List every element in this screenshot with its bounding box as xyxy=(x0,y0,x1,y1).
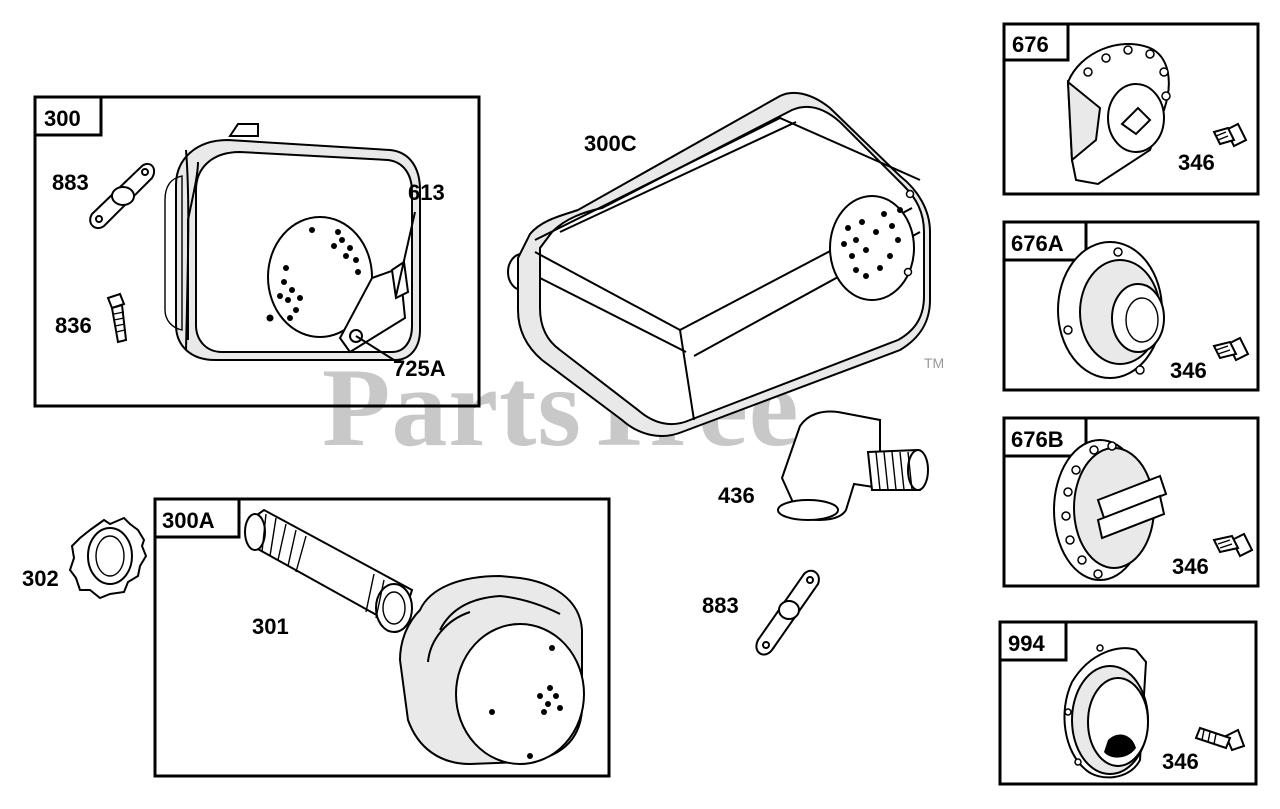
label-725a: 725A xyxy=(393,356,446,381)
label-883: 883 xyxy=(52,170,89,195)
muffler-300c-illustration xyxy=(507,91,931,437)
group-676b-box xyxy=(1002,416,1260,588)
group-300a-tag-box xyxy=(153,497,241,539)
group-300-box xyxy=(33,95,481,408)
gasket-883-loose-illustration xyxy=(755,569,820,656)
group-676b: 676B 346 xyxy=(1002,416,1260,588)
group-676-tag: 676 xyxy=(1012,32,1049,57)
deflector-676a-illustration xyxy=(1057,241,1165,379)
group-676a-tag: 676A xyxy=(1011,231,1064,256)
label-613: 613 xyxy=(408,180,445,205)
lock-nut-302-illustration xyxy=(68,516,148,600)
label-836: 836 xyxy=(55,313,92,338)
deflector-676-illustration xyxy=(1066,43,1171,186)
group-300: 300 xyxy=(33,95,481,408)
group-994-tag-box xyxy=(998,620,1068,662)
label-346-994: 346 xyxy=(1162,749,1199,774)
deflector-676b-illustration xyxy=(1053,439,1168,581)
label-883-loose: 883 xyxy=(702,593,739,618)
elbow-436-illustration xyxy=(777,410,929,521)
muffler-300-illustration xyxy=(164,123,421,361)
group-676a-box xyxy=(1002,220,1260,392)
group-676b-tag: 676B xyxy=(1011,427,1064,452)
cover-994-illustration xyxy=(1063,644,1149,779)
gasket-883-illustration xyxy=(89,162,156,230)
label-436: 436 xyxy=(718,483,755,508)
group-676: 676 346 xyxy=(1002,22,1260,196)
bolt-346-illustration xyxy=(1212,336,1250,362)
group-676-tag-box xyxy=(1002,22,1070,62)
group-994: 994 346 xyxy=(998,620,1258,786)
bolt-346-illustration xyxy=(1194,726,1246,752)
label-300c: 300C xyxy=(584,131,637,156)
group-300a: 300A 301 xyxy=(153,497,611,778)
trademark-symbol: TM xyxy=(924,355,944,371)
group-300-tag-box xyxy=(33,95,103,137)
bolt-346-illustration xyxy=(1212,532,1254,558)
group-300-tag: 300 xyxy=(44,106,81,131)
label-346-676b: 346 xyxy=(1172,554,1209,579)
group-676-box xyxy=(1002,22,1260,196)
muffler-300a-illustration xyxy=(398,574,585,766)
group-300a-tag: 300A xyxy=(162,508,215,533)
group-300a-box xyxy=(153,497,611,778)
bolt-836-illustration xyxy=(106,292,128,344)
group-676b-tag-box xyxy=(1002,416,1088,458)
label-301: 301 xyxy=(252,614,289,639)
label-302: 302 xyxy=(22,566,59,591)
group-676a: 676A 346 xyxy=(1002,220,1260,392)
group-676a-tag-box xyxy=(1002,220,1088,262)
bolt-346-illustration xyxy=(1212,122,1248,148)
group-994-box xyxy=(998,620,1258,786)
label-346-676: 346 xyxy=(1178,150,1215,175)
group-994-tag: 994 xyxy=(1008,631,1045,656)
pipe-301-illustration xyxy=(244,508,414,633)
label-346-676a: 346 xyxy=(1170,358,1207,383)
